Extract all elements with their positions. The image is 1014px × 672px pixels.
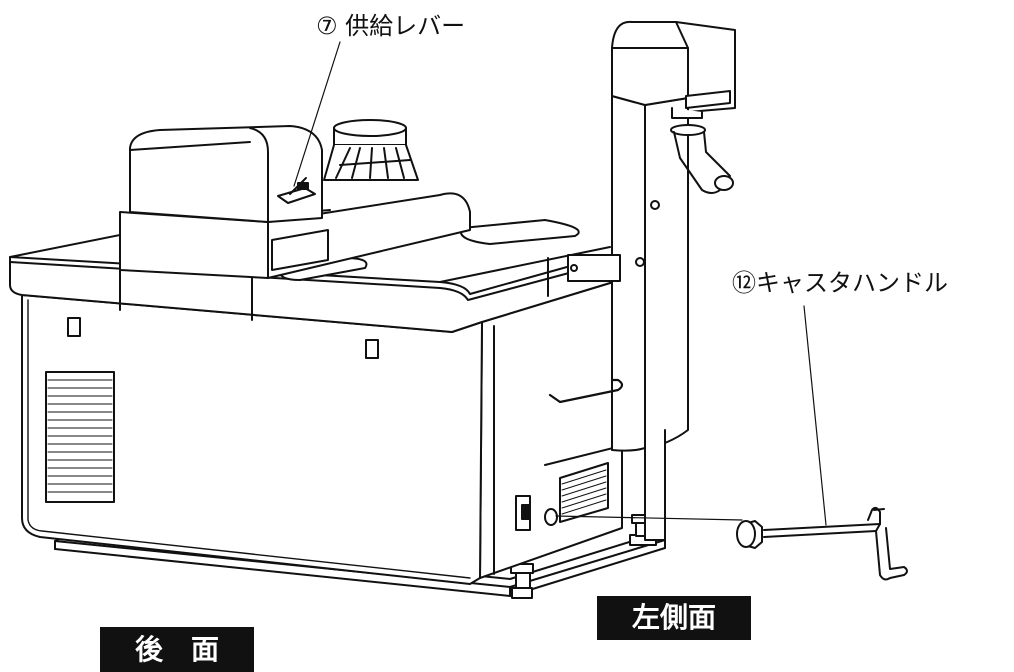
supply-lever-label: ⑦ 供給レバー xyxy=(316,12,466,40)
vent-grille-rear xyxy=(45,371,115,503)
hood xyxy=(129,125,323,223)
caster-handle-icon[interactable] xyxy=(736,506,908,581)
rear-face-plate: 後 面 xyxy=(100,627,254,672)
hook-rod xyxy=(548,378,624,404)
side-connector xyxy=(515,495,558,531)
leader-lines xyxy=(293,41,827,526)
vent-grille-icon xyxy=(47,379,113,493)
adjuster-feet xyxy=(510,514,657,599)
caster-handle-label: ⑫キャスタハンドル xyxy=(732,269,948,297)
panel-latches xyxy=(67,317,379,359)
vent-grille-icon xyxy=(561,469,607,515)
vent-grille-side xyxy=(559,462,609,523)
chute-column xyxy=(567,20,736,541)
left-side-face-plate: 左側面 xyxy=(597,596,751,640)
rear-panel xyxy=(21,294,483,585)
hopper xyxy=(323,119,419,181)
supply-lever[interactable] xyxy=(277,177,316,204)
